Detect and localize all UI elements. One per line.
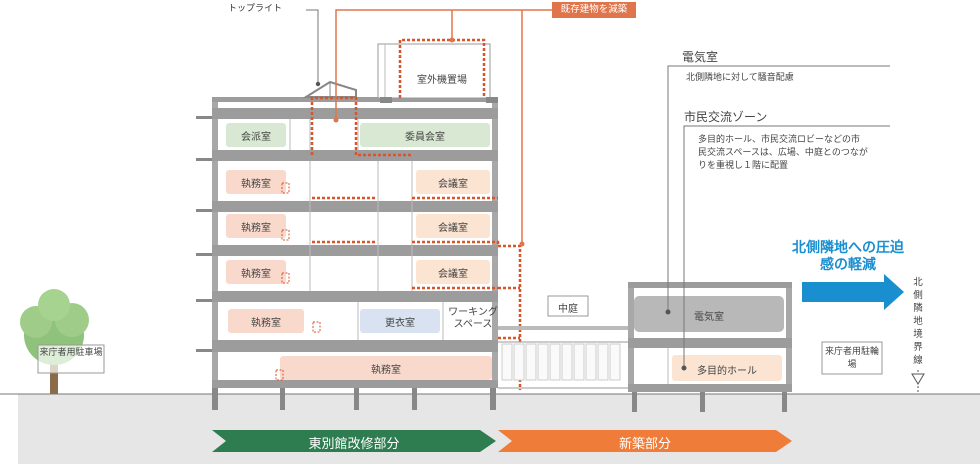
electric-title: 電気室 (682, 50, 719, 64)
parking-box (37, 344, 105, 374)
toplight-leader (306, 9, 319, 84)
courtyard-label: 中庭 (558, 304, 578, 315)
tree-icon (20, 289, 89, 394)
demolish-leaders (333, 9, 552, 247)
room-office-3: 執務室 (241, 269, 271, 280)
room-meeting-5: 会議室 (438, 179, 468, 190)
room-office-4: 執務室 (241, 223, 271, 234)
renovation-band (212, 430, 496, 452)
new-build-label: 新築部分 (618, 437, 671, 452)
room-fills (226, 123, 492, 381)
north-boundary-label: 北側隣地境界線 (913, 277, 923, 366)
room-office-5: 執務室 (241, 179, 271, 190)
demolished-outline (310, 38, 522, 390)
room-committee: 委員会室 (405, 132, 445, 143)
bike-box (821, 341, 883, 375)
electric-desc: 北側隣地に対して騒音配慮 (686, 73, 794, 83)
demolish-badge: 既存建物を減築 (552, 2, 636, 18)
room-meeting-4: 会議室 (438, 223, 468, 234)
room-working-space: ワーキングスペース (448, 307, 498, 330)
civic-leaders (665, 65, 890, 371)
renovation-label: 東別館改修部分 (308, 437, 400, 452)
outdoor-unit-label: 室外機置場 (417, 75, 467, 86)
room-hall: 多目的ホール (697, 366, 757, 377)
room-office-2: 執務室 (251, 318, 281, 329)
room-kaiha: 会派室 (241, 132, 271, 143)
civic-desc: 多目的ホール、市民交流ロビーなどの市民交流スペースは、広場、中庭とのつながりを重… (698, 135, 868, 171)
room-electric: 電気室 (694, 312, 724, 323)
civic-title: 市民交流ゾーン (684, 110, 768, 124)
newbuild-band (498, 430, 792, 452)
connector (498, 326, 628, 389)
boundary-marker-icon (911, 373, 925, 385)
room-locker: 更衣室 (385, 318, 415, 329)
north-arrow-icon (802, 274, 904, 310)
north-pressure-label: 北側隣地への圧迫感の軽減 (792, 240, 904, 273)
toplight-label: トップライト (228, 4, 283, 14)
room-office-1: 執務室 (371, 365, 401, 376)
courtyard-box (547, 295, 589, 317)
new-building (628, 282, 792, 412)
toplight-dot (315, 81, 321, 87)
room-meeting-3: 会議室 (438, 269, 468, 280)
visitor-parking-label: 来庁者用駐車場 (39, 348, 103, 358)
visitor-bike-label: 来庁者用駐輪場 (824, 347, 879, 370)
ground (18, 394, 980, 464)
